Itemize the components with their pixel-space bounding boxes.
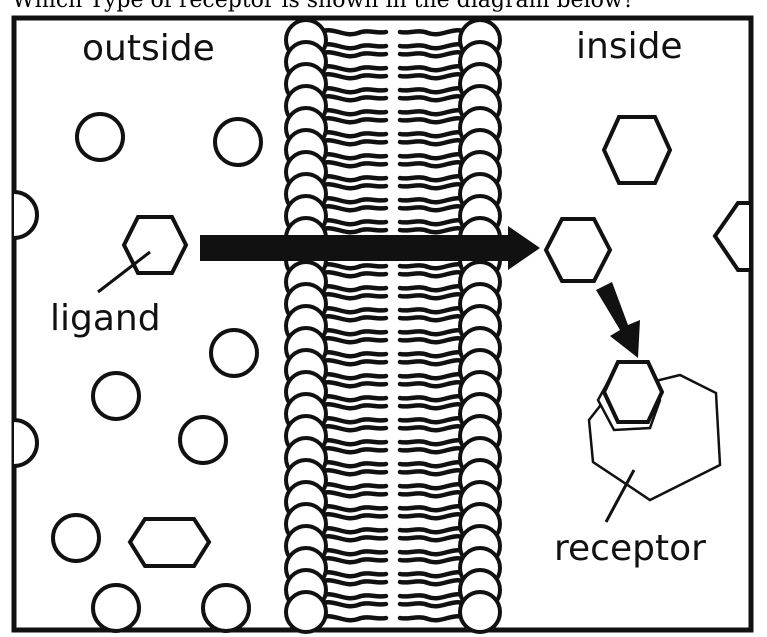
inside-molecules <box>601 115 753 272</box>
outside-molecules <box>13 112 263 633</box>
binding-arrow <box>596 282 640 358</box>
outside-label: outside <box>82 28 215 69</box>
ligand-label: ligand <box>50 298 161 339</box>
ligand-pointer <box>97 250 151 294</box>
receptor-shape <box>587 360 722 502</box>
lipid-head <box>458 590 502 634</box>
internalized-ligand <box>543 217 613 283</box>
inside-label: inside <box>576 26 683 67</box>
receptor-label: receptor <box>554 528 706 569</box>
question-text: Which Type of receptor is shown in the d… <box>12 0 635 13</box>
transport-arrow <box>200 226 540 270</box>
receptor-pointer <box>604 469 636 523</box>
lipid-head <box>284 590 328 634</box>
